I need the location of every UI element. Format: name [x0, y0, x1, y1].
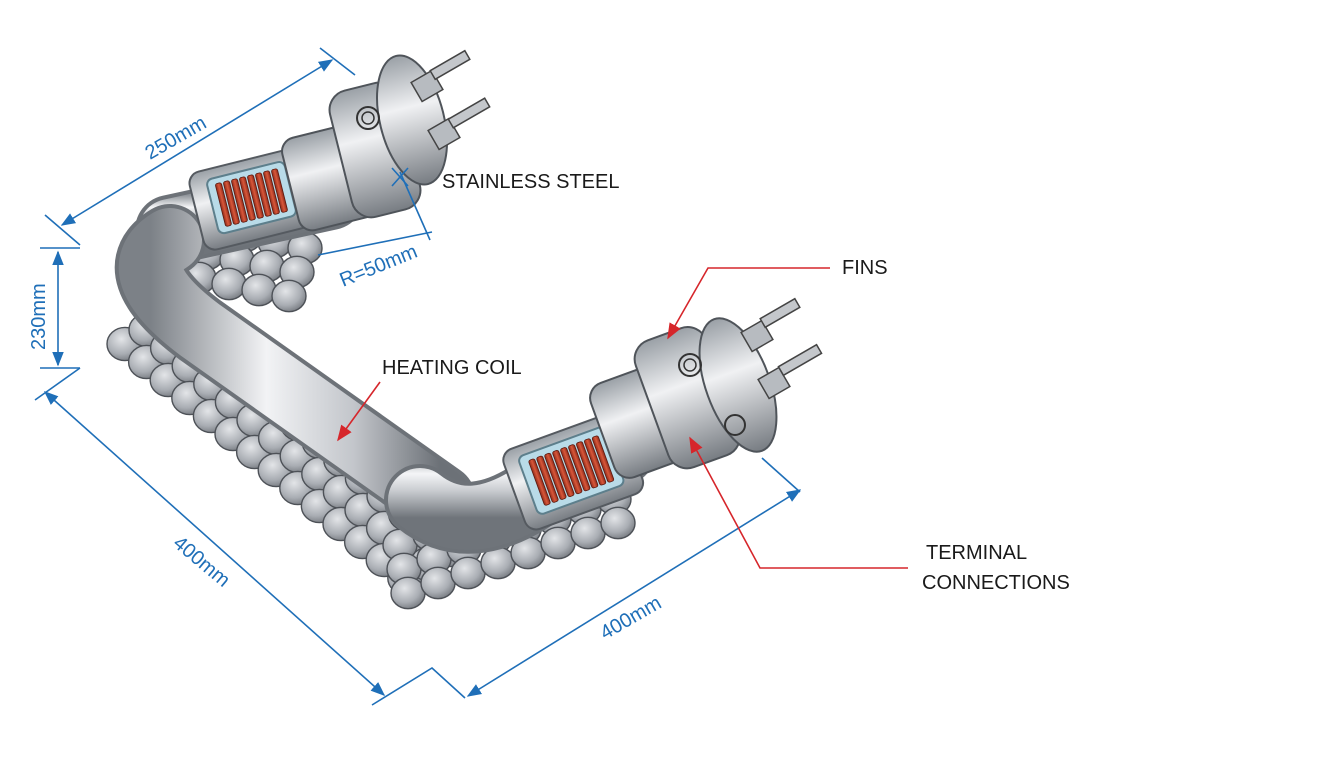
terminal-bolt: [757, 343, 823, 400]
fin-disc: [211, 267, 247, 301]
coil-winding: [584, 438, 607, 486]
fin-disc: [420, 566, 456, 600]
label-fins: FINS: [842, 257, 888, 279]
upper-terminal-housing: [281, 49, 491, 232]
leader-lines: [337, 267, 908, 569]
terminal-bolt: [740, 297, 801, 353]
fin-disc: [600, 506, 636, 540]
fin-disc: [540, 526, 576, 560]
dim-line-bottom: [466, 489, 802, 697]
fin-disc: [390, 576, 426, 610]
coil-winding: [591, 435, 615, 483]
label-terminal-line2: CONNECTIONS: [922, 572, 1070, 594]
leader-heating-coil: [337, 381, 381, 442]
label-terminal-line1: TERMINAL: [926, 542, 1027, 564]
lower-terminal-housing: [589, 297, 823, 479]
dim-label-top: 250mm: [142, 112, 211, 164]
dim-label-left: 400mm: [169, 532, 234, 592]
leader-stainless: [391, 167, 409, 187]
dim-line-left: [43, 391, 386, 696]
dim-label-height: 230mm: [28, 283, 50, 350]
terminal-bolt: [427, 97, 491, 151]
label-stainless-steel: STAINLESS STEEL: [442, 171, 619, 193]
terminal-bolt: [410, 49, 471, 103]
label-heating-coil: HEATING COIL: [382, 357, 522, 379]
fin-disc: [241, 273, 277, 307]
fin-disc: [450, 556, 486, 590]
fin-disc: [271, 279, 307, 313]
dimension-lines: [34, 47, 802, 706]
dim-line-radius: [317, 231, 433, 256]
logo-seal: [678, 353, 702, 377]
leader-fins: [667, 267, 830, 340]
logo-seal: [724, 414, 746, 436]
dim-line-top: [60, 59, 334, 226]
dim-label-bottom: 400mm: [597, 592, 666, 644]
logo-seal: [356, 106, 380, 130]
coil-winding: [576, 441, 599, 489]
leader-terminal: [689, 436, 908, 569]
fin-disc: [570, 516, 606, 550]
